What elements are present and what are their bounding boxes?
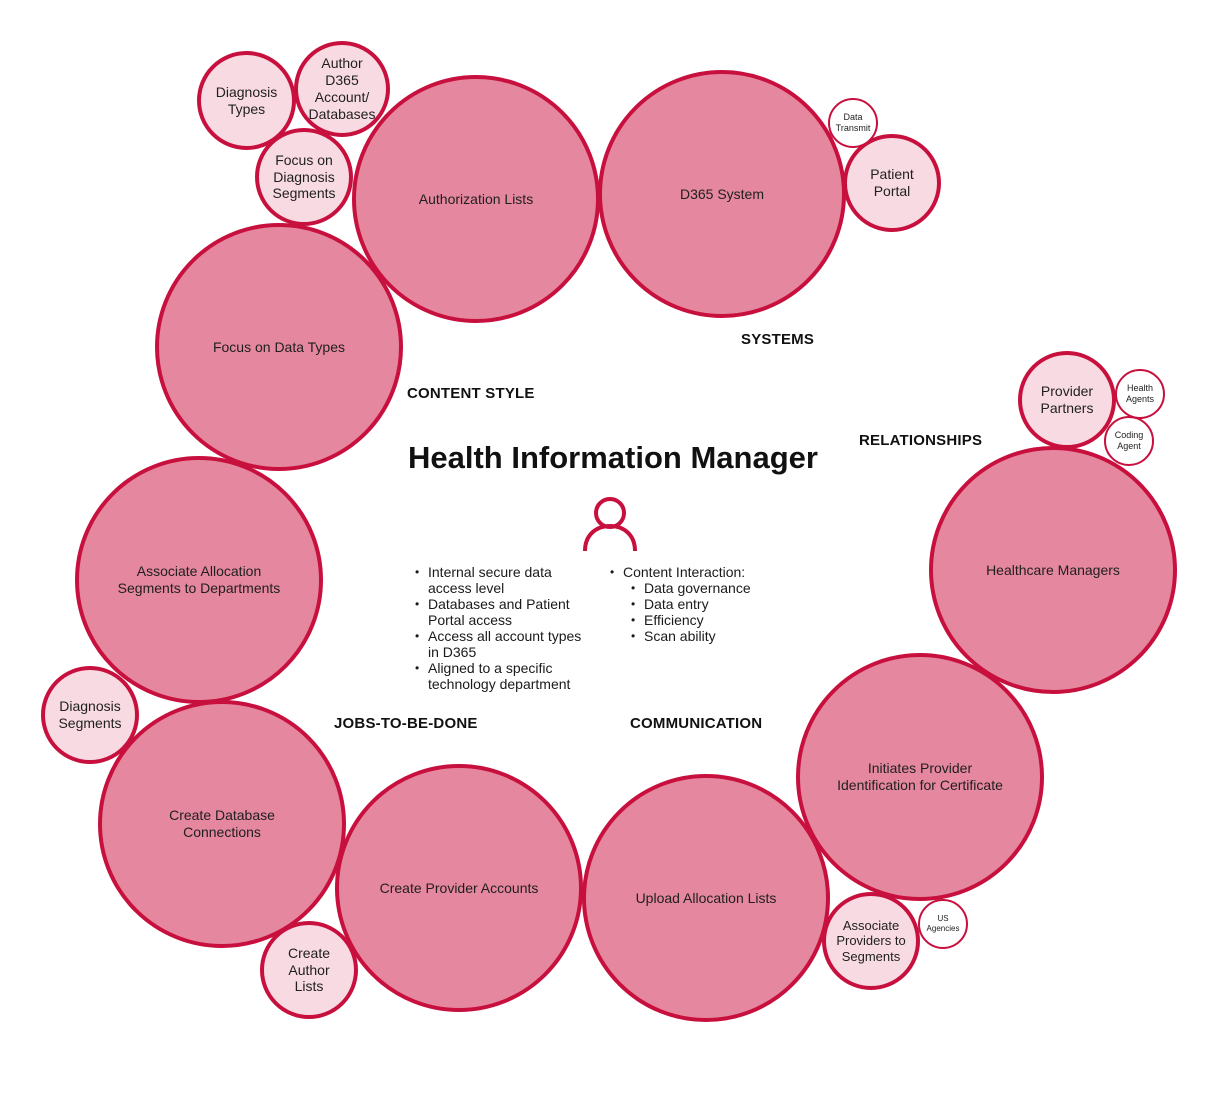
circle-upload-allocation-lists: Upload Allocation Lists	[582, 774, 830, 1022]
persona-bullets: Internal secure data access level Databa…	[415, 564, 595, 692]
bullet-heading: Content Interaction:	[623, 564, 746, 580]
circle-health-agents: Health Agents	[1115, 369, 1165, 419]
circle-label: Coding Agent	[1114, 430, 1144, 451]
circle-label: Health Agents	[1125, 383, 1155, 404]
circle-label: Associate Providers to Segments	[836, 917, 906, 964]
circle-label: Author D365 Account/ Databases	[308, 55, 376, 122]
circle-us-agencies: US Agencies	[918, 899, 968, 949]
circle-label: Create Author Lists	[287, 944, 331, 995]
user-icon	[583, 497, 637, 552]
label-systems: SYSTEMS	[741, 331, 815, 348]
circle-create-author-lists: Create Author Lists	[260, 921, 358, 1019]
circle-patient-portal: Patient Portal	[843, 134, 941, 232]
circle-label: D365 System	[679, 185, 765, 202]
circle-label: Focus on Data Types	[212, 338, 346, 355]
circle-coding-agent: Coding Agent	[1104, 416, 1154, 466]
sub-bullets: Data governance Data entry Efficiency Sc…	[623, 580, 810, 644]
circle-d365-system: D365 System	[598, 70, 846, 318]
circle-label: Associate Allocation Segments to Departm…	[117, 563, 281, 596]
circle-label: Healthcare Managers	[986, 561, 1120, 578]
bullet-item: Databases and Patient Portal access	[415, 596, 595, 628]
sub-bullet-item: Efficiency	[631, 612, 810, 628]
sub-bullet-item: Data governance	[631, 580, 810, 596]
label-jobs: JOBS-TO-BE-DONE	[334, 715, 478, 732]
content-interaction-bullets: Content Interaction: Data governance Dat…	[610, 564, 810, 644]
circle-create-db-connections: Create Database Connections	[98, 700, 346, 948]
circle-diagnosis-segments: Diagnosis Segments	[41, 666, 139, 764]
circle-create-provider-accounts: Create Provider Accounts	[335, 764, 583, 1012]
bullet-item: Content Interaction: Data governance Dat…	[610, 564, 810, 644]
circle-diagnosis-types: Diagnosis Types	[197, 51, 296, 150]
circle-label: US Agencies	[926, 914, 960, 933]
circle-label: Diagnosis Types	[215, 83, 278, 117]
circle-label: Diagnosis Segments	[58, 698, 122, 731]
circle-associate-providers: Associate Providers to Segments	[822, 892, 920, 990]
circle-authorization-lists: Authorization Lists	[352, 75, 600, 323]
sub-bullet-item: Data entry	[631, 596, 810, 612]
circle-label: Initiates Provider Identification for Ce…	[837, 760, 1003, 793]
circle-focus-diagnosis-segments: Focus on Diagnosis Segments	[255, 128, 353, 226]
circle-label: Create Database Connections	[169, 807, 275, 840]
circle-healthcare-managers: Healthcare Managers	[929, 446, 1177, 694]
circle-author-d365: Author D365 Account/ Databases	[294, 41, 390, 137]
page-title: Health Information Manager	[408, 440, 818, 475]
circle-data-transmit: Data Transmit	[828, 98, 878, 148]
circle-label: Focus on Diagnosis Segments	[272, 151, 336, 202]
circle-label: Provider Partners	[1040, 383, 1094, 416]
circle-label: Create Provider Accounts	[379, 879, 539, 896]
bullet-item: Internal secure data access level	[415, 564, 595, 596]
circle-label: Authorization Lists	[418, 190, 534, 207]
circle-label: Data Transmit	[835, 112, 871, 133]
circle-focus-data-types: Focus on Data Types	[155, 223, 403, 471]
bullet-item: Access all account types in D365	[415, 628, 595, 660]
circle-initiates-provider-id: Initiates Provider Identification for Ce…	[796, 653, 1044, 901]
bullet-item: Aligned to a specific technology departm…	[415, 660, 595, 692]
label-relationships: RELATIONSHIPS	[859, 432, 983, 449]
circle-label: Upload Allocation Lists	[635, 889, 777, 906]
circle-provider-partners: Provider Partners	[1018, 351, 1116, 449]
label-communication: COMMUNICATION	[630, 715, 763, 732]
sub-bullet-item: Scan ability	[631, 628, 810, 644]
circle-associate-allocation: Associate Allocation Segments to Departm…	[75, 456, 323, 704]
circle-label: Patient Portal	[870, 166, 914, 199]
label-content-style: CONTENT STYLE	[407, 385, 535, 402]
